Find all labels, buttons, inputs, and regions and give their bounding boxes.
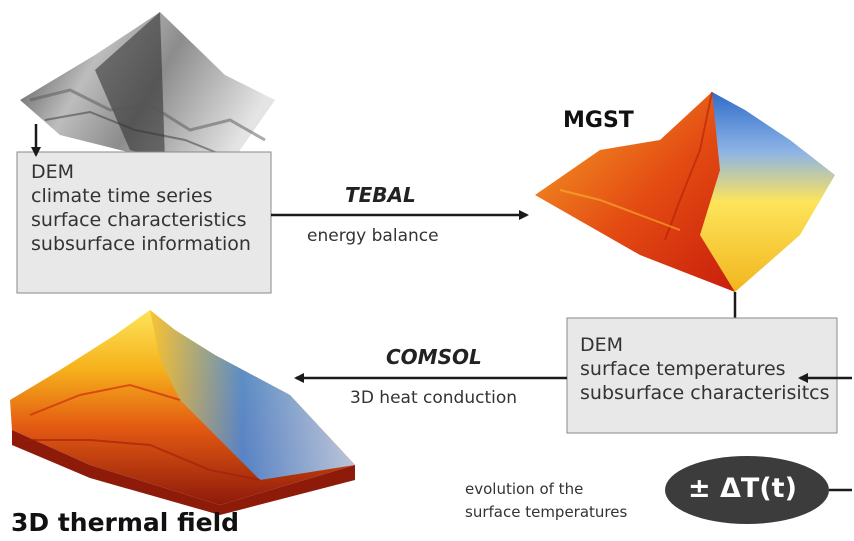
input-box-line: climate time series [31,185,213,207]
thermal-field-title: 3D thermal field [11,508,240,537]
input-box-shape [16,151,272,294]
dem-box-line: subsurface characterisitcs [580,382,830,404]
comsol-description: 3D heat conduction [350,388,518,408]
tebal-description: energy balance [307,226,439,246]
dem-box-line: surface temperatures [580,358,786,380]
evolution-text: evolution of the surface temperatures [465,478,627,524]
mgst-colored-mountain-icon [535,91,835,292]
input-box-line: subsurface information [31,233,251,255]
delta-t-label: ± ΔT(t) [688,473,797,504]
dem-grayscale-mountain-icon [20,12,275,185]
thermal-block-mountain-icon [10,310,355,515]
dem-box-line: DEM [580,334,624,356]
dem-box: DEM surface temperatures subsurface char… [580,333,830,405]
input-box-line: surface characteristics [31,209,247,231]
evolution-line-1: evolution of the [465,480,584,498]
tebal-label: TEBAL [345,183,416,207]
comsol-label: COMSOL [386,345,482,369]
evolution-line-2: surface temperatures [465,503,628,521]
mgst-title: MGST [563,108,634,133]
input-box-line: DEM [31,161,75,183]
input-box: DEM climate time series surface characte… [31,160,251,256]
delta-t-ellipse [665,456,829,524]
dem-box-shape [566,317,838,434]
